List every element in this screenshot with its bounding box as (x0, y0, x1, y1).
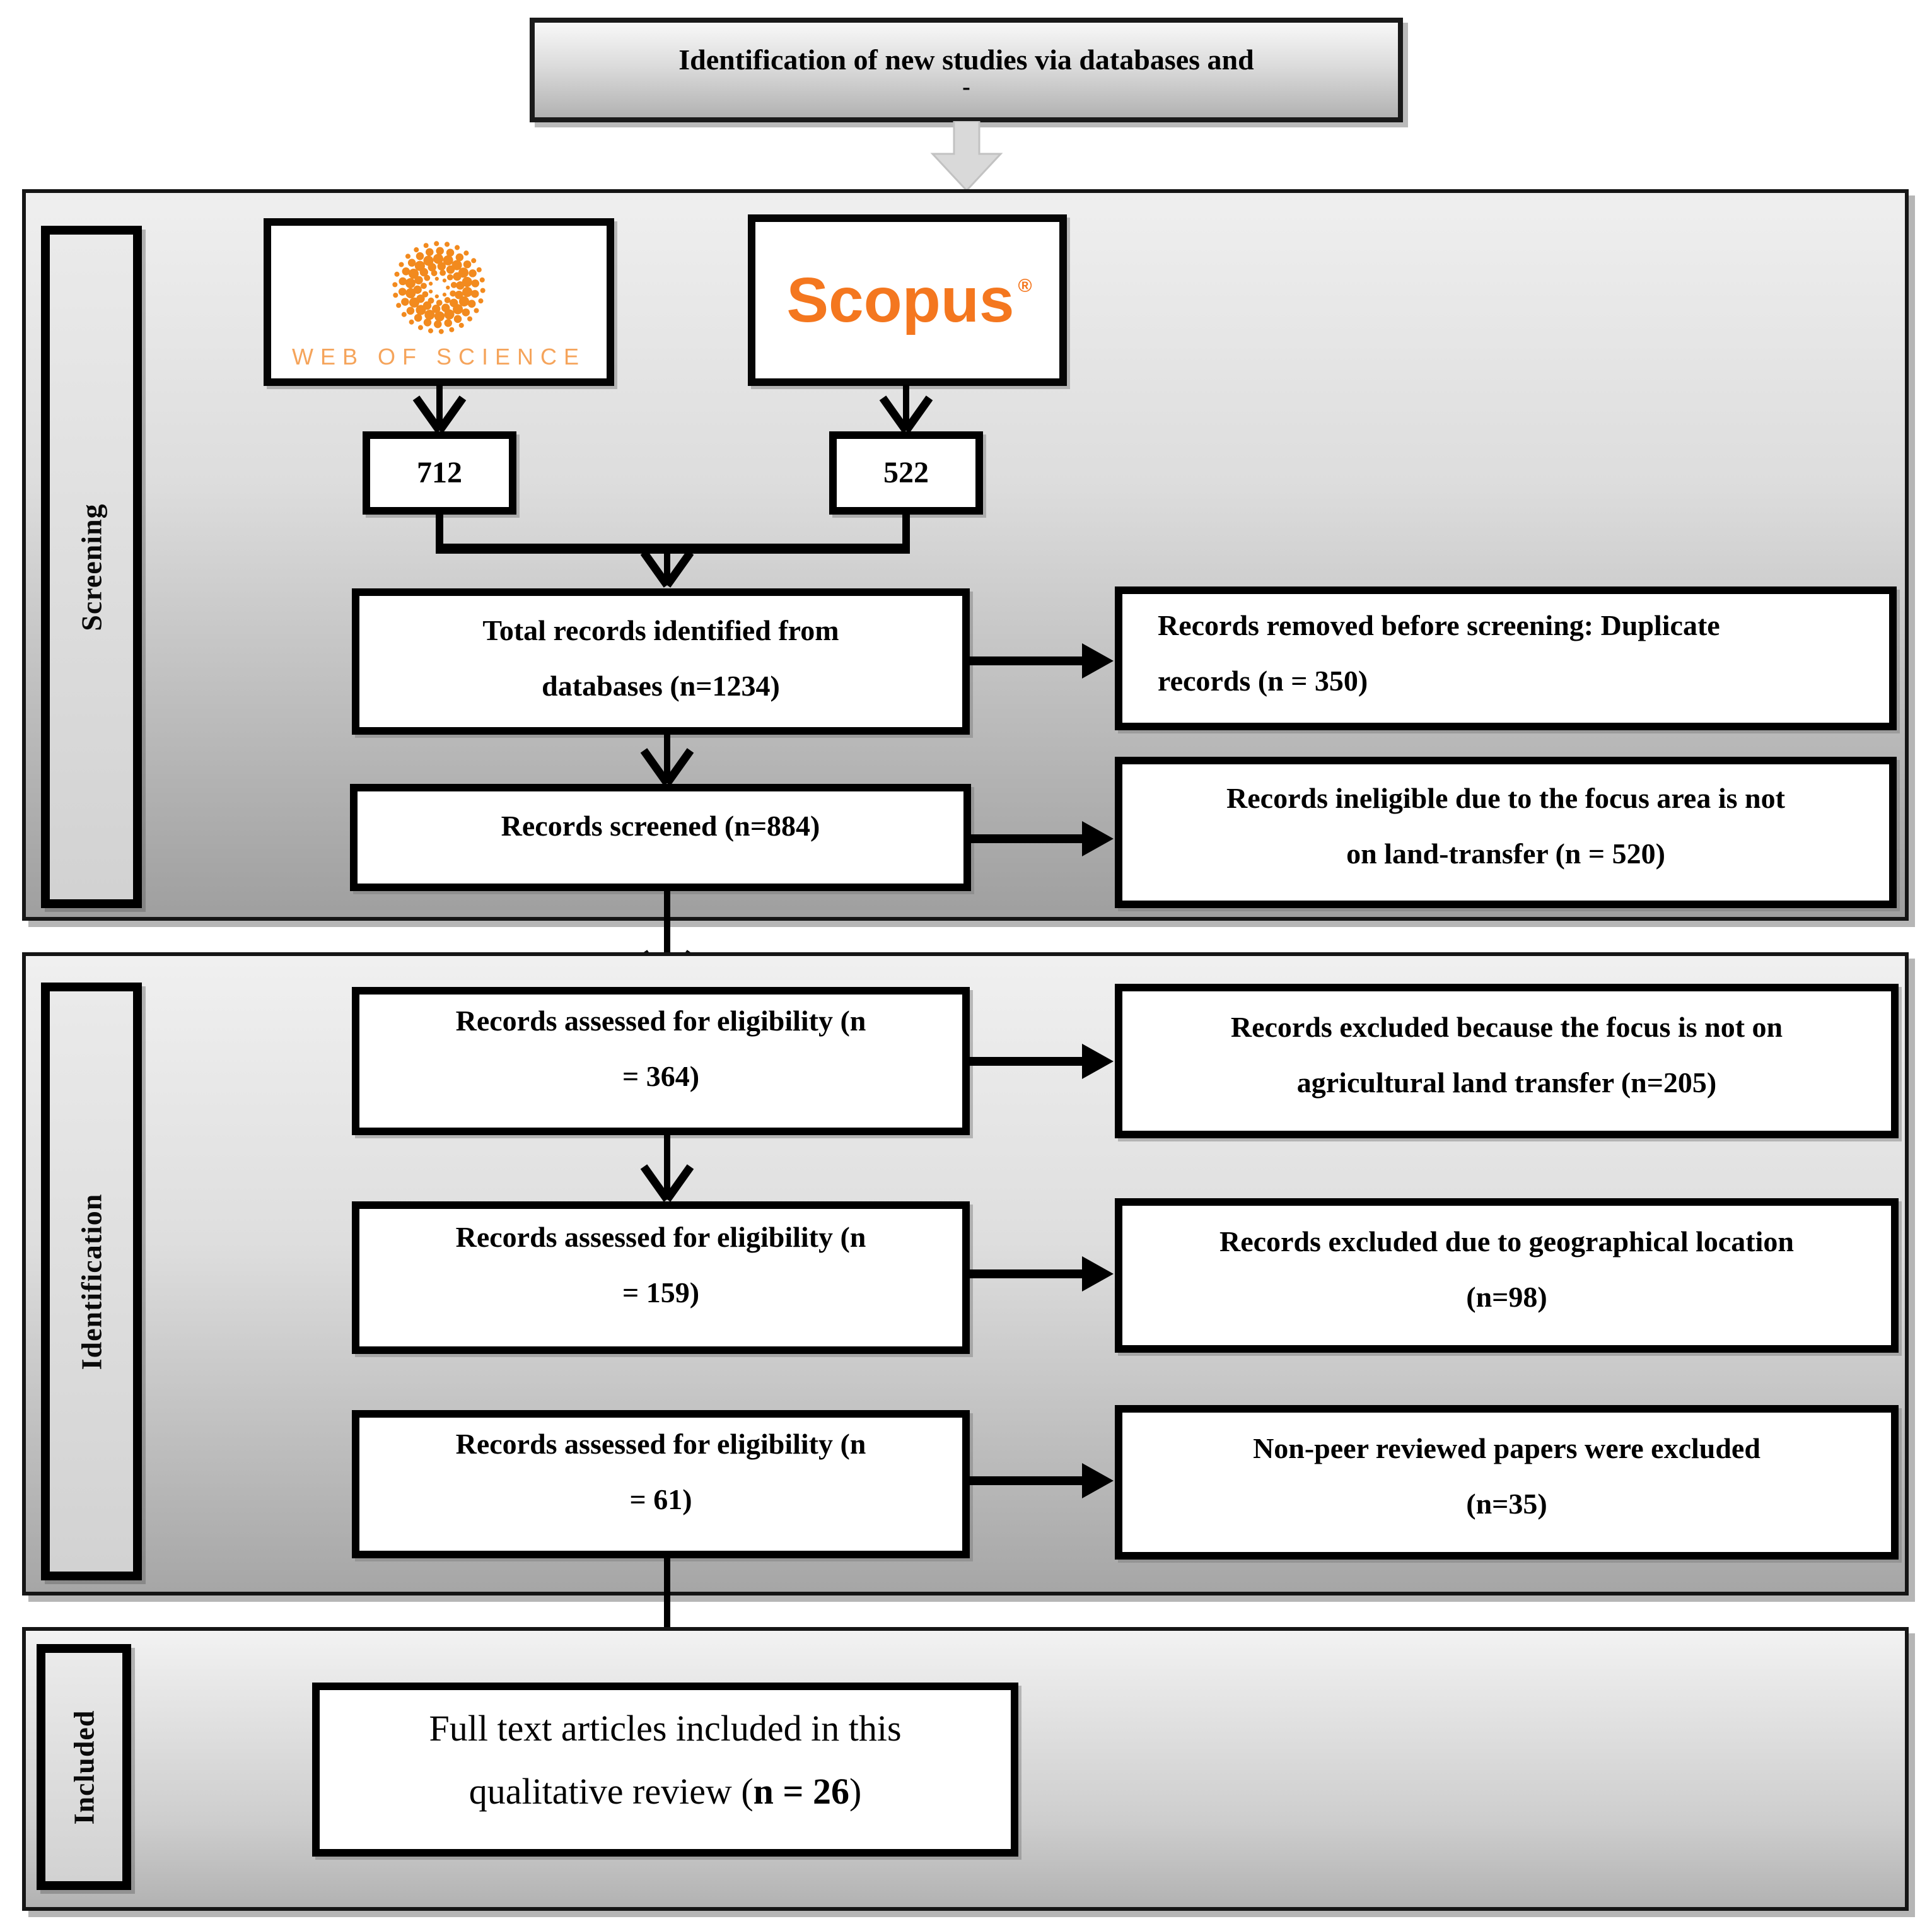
full-text-line2-count: n = 26 (753, 1771, 849, 1812)
total-records-line2: databases (n=1234) (542, 670, 780, 702)
gray-down-arrow-icon (930, 121, 1003, 192)
arrow-screened-to-ineligible (970, 820, 1115, 858)
full-text-line2-suffix: ) (849, 1771, 862, 1812)
records-ineligible-line1: Records ineligible due to the focus area… (1226, 782, 1785, 814)
records-screened-box: Records screened (n=884) (350, 784, 971, 891)
wos-count-box: 712 (363, 431, 516, 515)
assessed-159-line1: Records assessed for eligibility (n (455, 1221, 866, 1253)
assessed-61-box: Records assessed for eligibility (n = 61… (352, 1410, 970, 1558)
total-records-box: Total records identified from databases … (352, 588, 970, 735)
records-removed-box: Records removed before screening: Duplic… (1115, 586, 1897, 730)
scopus-wordmark: Scopus (786, 264, 1015, 335)
web-of-science-box: WEB OF SCIENCE (264, 218, 614, 386)
merge-connector-arrow (436, 513, 910, 588)
assessed-159-box: Records assessed for eligibility (n = 15… (352, 1201, 970, 1354)
assessed-159-line2: = 159) (622, 1276, 700, 1309)
excluded-focus-line1: Records excluded because the focus is no… (1230, 1010, 1783, 1043)
excluded-nonpeer-line1: Non-peer reviewed papers were excluded (1253, 1432, 1760, 1464)
title-box: Identification of new studies via databa… (530, 18, 1403, 122)
stage-label-identification-text: Identification (75, 1193, 108, 1370)
records-removed-line2: records (n = 350) (1158, 665, 1368, 697)
scopus-box: Scopus® (748, 214, 1067, 386)
stage-label-screening: Screening (41, 226, 142, 908)
arrow-scopus-to-count (876, 385, 936, 433)
wos-count: 712 (417, 456, 462, 489)
scopus-logo-text: Scopus® (786, 264, 1032, 337)
registered-mark-icon: ® (1018, 276, 1032, 297)
excluded-geo-line1: Records excluded due to geographical loc… (1219, 1225, 1794, 1257)
assessed-364-line1: Records assessed for eligibility (n (455, 1004, 866, 1037)
assessed-61-line2: = 61) (629, 1483, 692, 1515)
excluded-nonpeer-box: Non-peer reviewed papers were excluded (… (1115, 1405, 1899, 1560)
scopus-count: 522 (883, 456, 929, 489)
full-text-line2: qualitative review (n = 26) (469, 1760, 862, 1823)
excluded-geo-box: Records excluded due to geographical loc… (1115, 1198, 1899, 1353)
assessed-61-line1: Records assessed for eligibility (n (455, 1427, 866, 1460)
stage-label-included-text: Included (67, 1710, 100, 1824)
arrow-assessed1-to-excluded (970, 1042, 1115, 1080)
arrow-total-to-removed (970, 642, 1115, 680)
assessed-364-box: Records assessed for eligibility (n = 36… (352, 987, 970, 1135)
arrow-assessed1-to-assessed2 (637, 1135, 697, 1202)
arrow-wos-to-count (410, 385, 469, 433)
stage-label-screening-text: Screening (75, 503, 108, 631)
full-text-line1: Full text articles included in this (429, 1708, 902, 1749)
arrow-assessed3-to-excluded (970, 1462, 1115, 1500)
web-of-science-logo-icon (392, 241, 486, 334)
total-records-line1: Total records identified from (482, 614, 839, 646)
arrow-assessed2-to-excluded (970, 1255, 1115, 1293)
records-screened-line1: Records screened (n=884) (501, 810, 820, 842)
scopus-count-box: 522 (829, 431, 983, 515)
excluded-nonpeer-line2: (n=35) (1466, 1487, 1547, 1520)
assessed-364-line2: = 364) (622, 1059, 700, 1092)
excluded-geo-line2: (n=98) (1466, 1280, 1547, 1313)
full-text-line2-prefix: qualitative review ( (468, 1771, 754, 1812)
web-of-science-logo-text: WEB OF SCIENCE (291, 344, 586, 370)
stage-label-identification: Identification (41, 983, 142, 1580)
arrow-total-to-screened (637, 735, 697, 786)
stage-label-included: Included (37, 1644, 131, 1890)
records-ineligible-box: Records ineligible due to the focus area… (1115, 757, 1897, 908)
title-line2: - (962, 73, 970, 100)
records-removed-line1: Records removed before screening: Duplic… (1158, 609, 1720, 641)
excluded-focus-line2: agricultural land transfer (n=205) (1296, 1066, 1717, 1099)
title-line1: Identification of new studies via databa… (678, 43, 1254, 76)
records-ineligible-line2: on land-transfer (n = 520) (1346, 837, 1665, 870)
excluded-focus-box: Records excluded because the focus is no… (1115, 984, 1899, 1138)
full-text-included-box: Full text articles included in this qual… (312, 1683, 1018, 1857)
